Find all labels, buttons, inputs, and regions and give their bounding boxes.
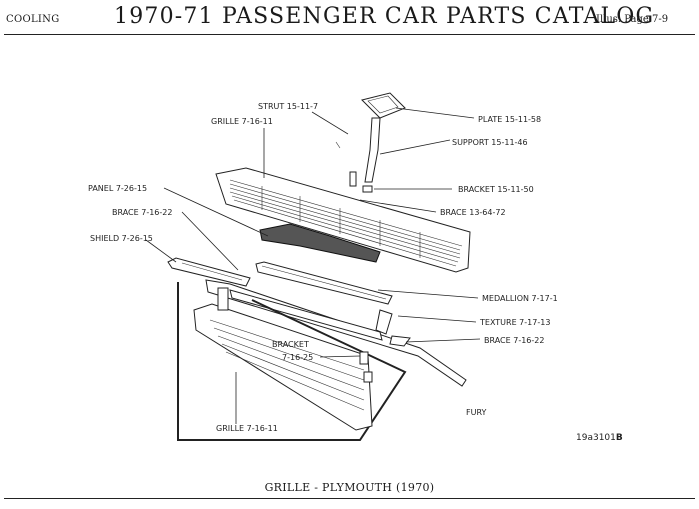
callout-brace-left: BRACE 7-16-22 [112, 208, 172, 217]
callout-brace-right-upper: BRACE 13-64-72 [440, 208, 506, 217]
page-title: 1970-71 PASSENGER CAR PARTS CATALOG [114, 4, 655, 29]
plate-part [361, 92, 406, 119]
illustration-code-number: 19a3101 [576, 433, 616, 443]
inset-frame [177, 282, 407, 441]
bracket-inset-part [217, 287, 373, 383]
footer-rule [4, 498, 695, 499]
callout-texture: TEXTURE 7-17-13 [479, 318, 550, 327]
callout-medallion: MEDALLION 7-17-1 [482, 294, 558, 303]
callout-support: SUPPORT 15-11-46 [452, 138, 528, 147]
upper-grille-assembly [215, 167, 471, 273]
bumper-bar-part [229, 289, 383, 341]
callout-plate: PLATE 15-11-58 [478, 115, 541, 124]
callout-bracket-inset-line1: BRACKET [272, 340, 309, 349]
illustration-code-suffix: B [616, 433, 623, 443]
illustration-code: 19a3101B [576, 433, 623, 443]
lower-grille-assembly [193, 303, 373, 431]
callout-brace-right-lower: BRACE 7-16-22 [484, 336, 544, 345]
bracket-upper-part [349, 171, 373, 193]
callout-bracket-top: BRACKET 15-11-50 [458, 185, 534, 194]
panel-part [259, 223, 381, 263]
callout-grille-bottom: GRILLE 7-16-11 [216, 424, 278, 433]
figure-caption: GRILLE - PLYMOUTH (1970) [264, 481, 435, 494]
leader-lines [145, 107, 481, 424]
callout-panel: PANEL 7-26-15 [88, 184, 147, 193]
model-note: FURY [466, 408, 487, 417]
callout-strut: STRUT 15-11-7 [258, 102, 318, 111]
section-label: COOLING [6, 14, 60, 25]
callout-bracket-inset-line2: 7-16-25 [282, 353, 313, 362]
header-rule [4, 34, 695, 35]
medallion-strip-part [255, 261, 393, 305]
callout-grille-top: GRILLE 7-16-11 [211, 117, 273, 126]
page-reference: Illus. Page 7-9 [596, 14, 669, 25]
callout-shield: SHIELD 7-26-15 [90, 234, 153, 243]
shield-part [167, 257, 251, 287]
support-part [364, 117, 381, 183]
strut-part [335, 141, 341, 149]
